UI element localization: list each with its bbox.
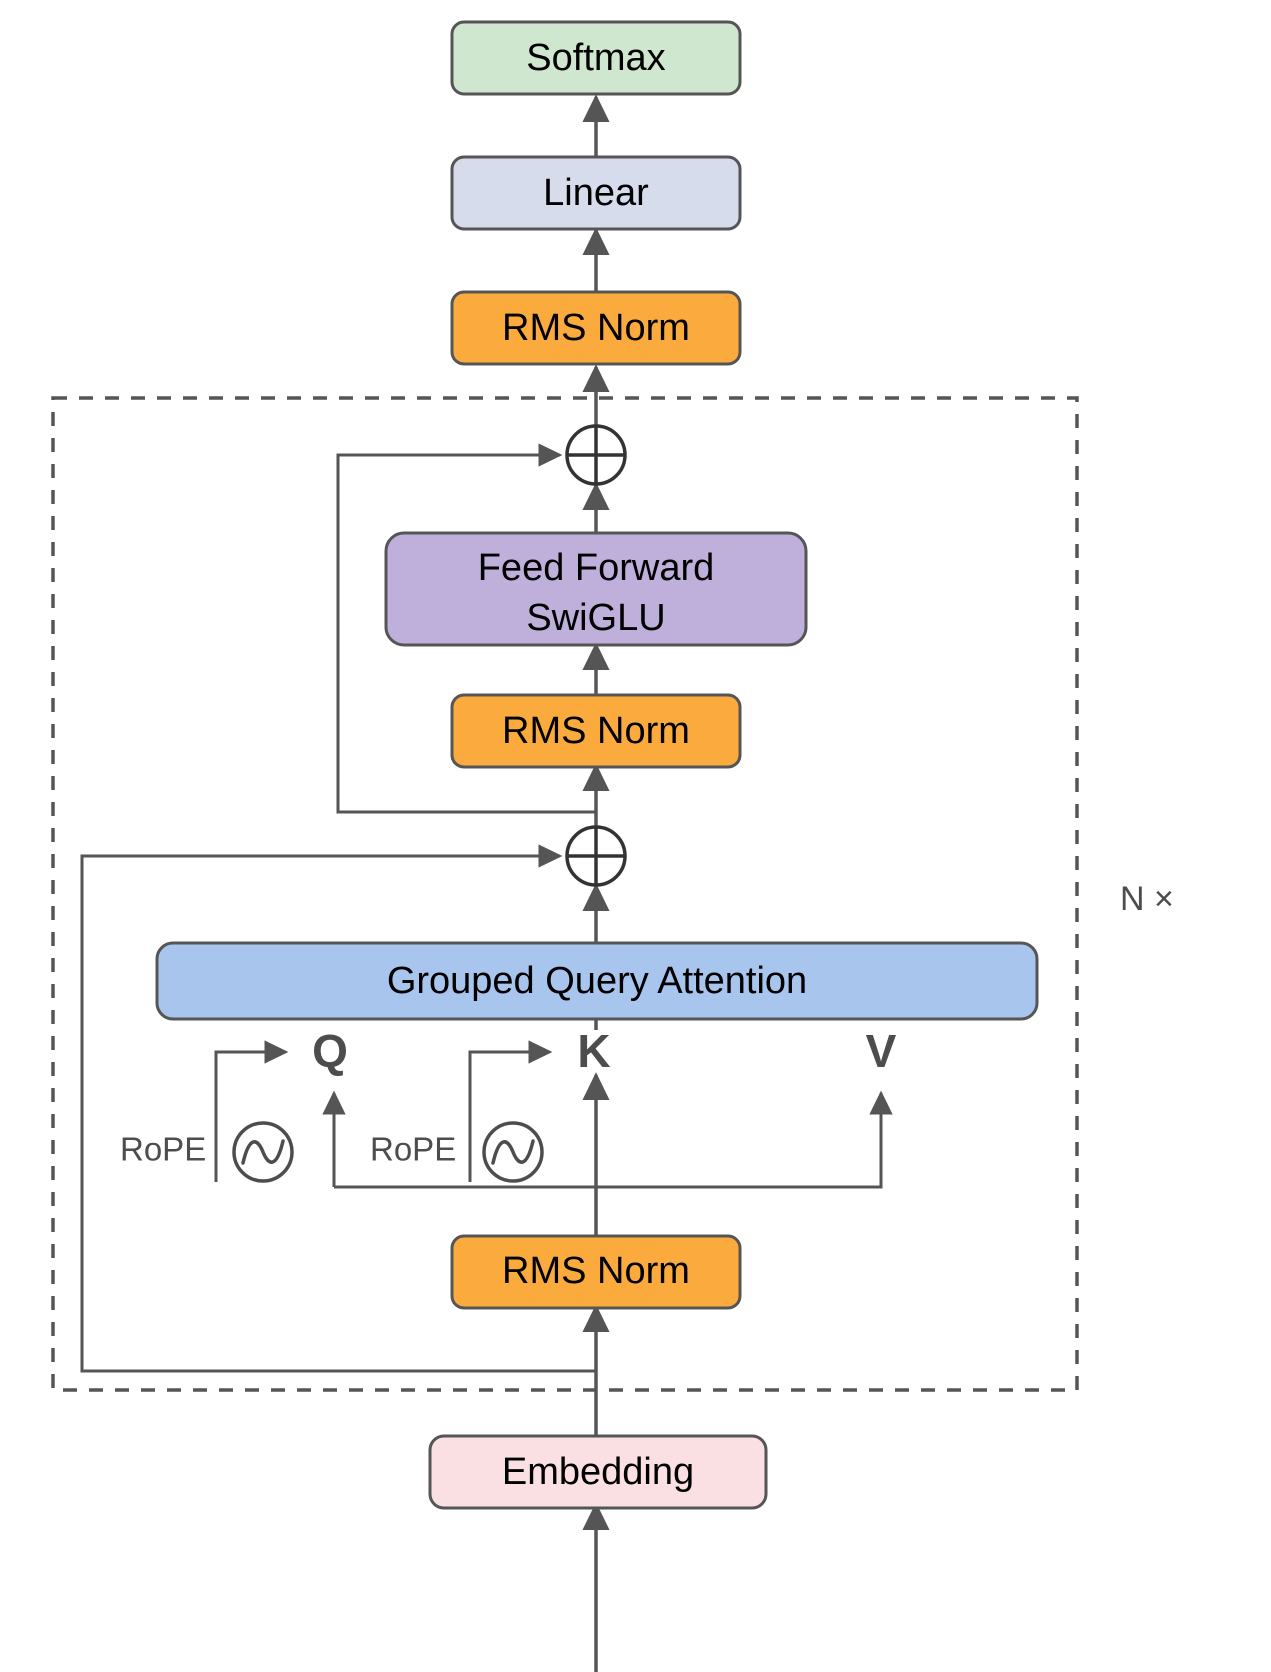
node-softmax-label: Softmax xyxy=(526,37,665,79)
sine-wave-circle-icon xyxy=(482,1121,544,1183)
node-embedding-label: Embedding xyxy=(502,1451,694,1493)
arrow-rope-q-to-q xyxy=(214,1040,289,1182)
node-rms-norm-final-label: RMS Norm xyxy=(502,307,690,349)
node-grouped-query-attention-label: Grouped Query Attention xyxy=(387,960,807,1002)
rope-k-group: RoPE xyxy=(370,1121,544,1183)
rope-q-group: RoPE xyxy=(120,1121,294,1183)
rope-k-label: RoPE xyxy=(370,1131,456,1168)
node-rms-norm-ffn[interactable]: RMS Norm xyxy=(450,693,742,769)
node-linear-label: Linear xyxy=(543,172,649,214)
node-rms-norm-final[interactable]: RMS Norm xyxy=(450,290,742,366)
node-rms-norm-attn[interactable]: RMS Norm xyxy=(450,1234,742,1310)
sine-wave-circle-icon xyxy=(232,1121,294,1183)
residual-feedforward-path xyxy=(336,443,596,814)
query-label: Q xyxy=(312,1025,348,1077)
rope-q-label: RoPE xyxy=(120,1131,206,1168)
add-operator-attention xyxy=(565,825,627,887)
arrow-trunk-to-v xyxy=(596,1090,893,1189)
residual-attention-path xyxy=(80,844,596,1373)
repeated-block-frame xyxy=(51,396,1079,1392)
node-softmax[interactable]: Softmax xyxy=(450,20,742,96)
node-linear[interactable]: Linear xyxy=(450,155,742,231)
node-feed-forward[interactable]: Feed Forward SwiGLU xyxy=(384,531,808,647)
arrow-rope-k-to-k xyxy=(468,1040,553,1182)
add-operator-feedforward xyxy=(565,424,627,486)
node-grouped-query-attention[interactable]: Grouped Query Attention xyxy=(155,941,1039,1021)
node-feed-forward-label-line1: Feed Forward xyxy=(478,547,715,589)
node-embedding[interactable]: Embedding xyxy=(428,1434,768,1510)
node-feed-forward-label-line2: SwiGLU xyxy=(526,597,665,639)
node-rms-norm-ffn-label: RMS Norm xyxy=(502,710,690,752)
key-label: K xyxy=(577,1025,610,1077)
value-label: V xyxy=(866,1025,897,1077)
node-rms-norm-attn-label: RMS Norm xyxy=(502,1250,690,1292)
repeat-count-label: N × xyxy=(1120,880,1174,918)
